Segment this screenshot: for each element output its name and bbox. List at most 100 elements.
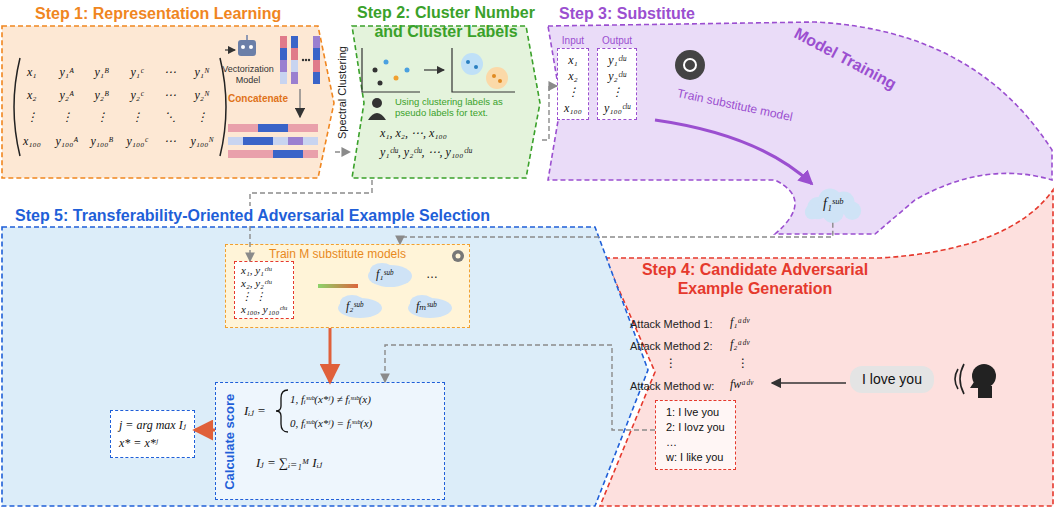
matrix-entry: y₂ᴮ	[95, 88, 110, 102]
matrix-entry: ⋯	[164, 88, 176, 102]
node-text: y₁ᶜˡᵘ	[604, 52, 630, 68]
node-text: Concatenate	[228, 93, 288, 105]
node-text: Using clustering labels as pseudo labels…	[395, 96, 535, 119]
node-text: fwᵃᵈᵛ	[730, 377, 753, 391]
node-text: ⋮ ⋮	[241, 290, 287, 303]
matrix-entry: y₁₀₀ᴮ	[91, 134, 114, 148]
node-heading: Step 2: Cluster Number and Cluster Label…	[342, 3, 550, 41]
node-text: …	[666, 435, 725, 450]
matrix-entry: y₁₀₀ᶜ	[127, 134, 148, 148]
matrix-entry: x₂	[27, 88, 37, 102]
matrix-entry: y₁ᴬ	[60, 65, 75, 79]
node-text: x₂, y₂ᶜˡᵘ	[241, 277, 287, 290]
node-text: x₁₀₀, y₁₀₀ᶜˡᵘ	[241, 303, 287, 316]
candidate-box: 1: I lve you2: I lovz you…w: I like you	[655, 400, 736, 470]
connector	[400, 223, 833, 244]
node-text: y₁ᶜˡᵘ, y₂ᶜˡᵘ, ⋯, y₁₀₀ᶜˡᵘ	[380, 145, 472, 159]
training-icons	[655, 50, 812, 184]
matrix-entry: y₁₀₀ᴺ	[191, 134, 214, 148]
model-cloud: f₁ˢᵘᵇ	[803, 186, 863, 223]
node-text: x₁₀₀	[564, 100, 582, 116]
matrix-entry: y₂ᶜ	[131, 88, 144, 102]
node-text: w: I like you	[666, 450, 725, 465]
node-text: ⋮	[564, 84, 582, 100]
data-box: x₁, y₁ᶜˡᵘx₂, y₂ᶜˡᵘ⋮ ⋮x₁₀₀, y₁₀₀ᶜˡᵘ	[234, 261, 294, 319]
node-text: x₂	[564, 68, 582, 84]
matrix-entry: x₁	[27, 65, 37, 79]
connector	[250, 180, 372, 261]
training-box: Train M substitute models f₁ˢᵘᵇ f₂ˢᵘᵇ … fₘˢᵘ…	[225, 244, 470, 328]
method-label: Spectral Clustering	[335, 46, 348, 139]
node-text: ⋮	[665, 356, 677, 370]
connector	[329, 328, 332, 382]
vector-bars	[228, 36, 320, 158]
matrix-entry: ⋮	[96, 110, 108, 124]
box-heading: Input	[562, 33, 584, 49]
substitute-clouds	[318, 250, 464, 318]
matrix-entry: ⋮	[61, 110, 73, 124]
matrix-brackets	[14, 58, 226, 156]
node-text: f₂ˢᵘᵇ	[346, 299, 363, 313]
node-heading: Step 5: Transferability-Oriented Adversa…	[12, 206, 493, 225]
input-box: Inputx₁x₂⋮x₁₀₀	[557, 48, 589, 120]
step-panel: Step 4: Candidate Adversarial Example Ge…	[595, 190, 1055, 508]
matrix-entry: y₂ᴺ	[195, 88, 210, 102]
matrix-entry: ⋱	[164, 110, 176, 124]
speech-bubble: I love you	[850, 366, 934, 393]
matrix-entry: ⋯	[164, 65, 176, 79]
connector	[385, 345, 655, 430]
matrix-entry: y₁ᴺ	[195, 65, 210, 79]
node-text: 1, fᵢˢᵘᵇ(x*ʲ) ≠ fᵢˢᵘᵇ(x)	[290, 393, 371, 406]
node-text: x₁	[564, 52, 582, 68]
node-text: Vectorization Model	[218, 64, 278, 86]
node-text: …	[426, 267, 438, 281]
step-panel: Step 2: Cluster Number and Cluster Label…	[350, 0, 542, 180]
node-text: f₁ˢᵘᵇ	[376, 267, 393, 281]
node-text: ⋮	[604, 84, 630, 100]
vectorization-icons	[225, 35, 310, 117]
node-text: ⋮	[737, 356, 749, 370]
node-text: f₂ᵃᵈᵛ	[730, 337, 749, 351]
node-text: Attack Method w:	[630, 380, 714, 393]
node-heading: Step 3: Substitute	[559, 4, 695, 23]
node-text: x₁, y₁ᶜˡᵘ	[241, 264, 287, 277]
score-box: Calculate score Iᵢⱼ = 1, fᵢˢᵘᵇ(x*ʲ) ≠ fᵢˢᵘ…	[215, 382, 445, 500]
matrix-entry: x₁₀₀	[23, 134, 41, 148]
node-text: j = arg max Iⱼ	[119, 416, 186, 434]
node-text: 0, fᵢˢᵘᵇ(x*ʲ) = fᵢˢᵘᵇ(x)	[290, 417, 372, 430]
step-panel: Step 3: SubstituteModel TrainingTrain su…	[545, 0, 1055, 236]
matrix-entry: y₁ᴮ	[95, 65, 110, 79]
cluster-plots	[362, 48, 515, 120]
node-text: fₘˢᵘᵇ	[416, 299, 436, 313]
node-heading: Step 4: Candidate Adversarial Example Ge…	[630, 260, 880, 298]
matrix-entry: y₁₀₀ᴬ	[56, 134, 79, 148]
node-text: 2: I lovz you	[666, 420, 725, 435]
node-text: Iᵢⱼ =	[244, 403, 266, 419]
node-text: 1: I lve you	[666, 405, 725, 420]
node-heading: Calculate score	[222, 394, 238, 490]
box-heading: Output	[602, 33, 632, 49]
node-heading: Step 1: Representation Learning	[35, 4, 281, 23]
matrix-entry: ⋮	[131, 110, 143, 124]
connector	[542, 86, 557, 140]
speaker-icon	[772, 364, 996, 398]
output-box: Outputy₁ᶜˡᵘy₂ᶜˡᵘ⋮y₁₀₀ᶜˡᵘ	[597, 48, 637, 120]
connector	[335, 151, 350, 152]
node-text: y₂ᶜˡᵘ	[604, 68, 630, 84]
node-text: I love you	[862, 371, 922, 388]
matrix-entry: ⋮	[196, 110, 208, 124]
node-text: Attack Method 2:	[630, 340, 713, 353]
node-text: f₁ˢᵘᵇ	[823, 196, 843, 213]
node-text: y₁₀₀ᶜˡᵘ	[604, 100, 630, 116]
matrix-entry: y₂ᴬ	[60, 88, 75, 102]
step-panel: Step 5: Transferability-Oriented Adversa…	[0, 205, 660, 508]
node-text: Iⱼ = ∑ᵢ₌₁ᴹ Iᵢⱼ	[256, 455, 322, 471]
node-heading: Train M substitute models	[269, 247, 406, 261]
matrix-entry: y₁ᶜ	[131, 65, 144, 79]
node-text: Attack Method 1:	[630, 318, 713, 331]
result-box: j = arg max Iⱼx* = x*ʲ	[110, 410, 195, 458]
matrix-entry: ⋯	[164, 134, 176, 148]
connector	[195, 429, 215, 432]
node-text: x₁, x₂, ⋯, x₁₀₀	[380, 126, 447, 140]
